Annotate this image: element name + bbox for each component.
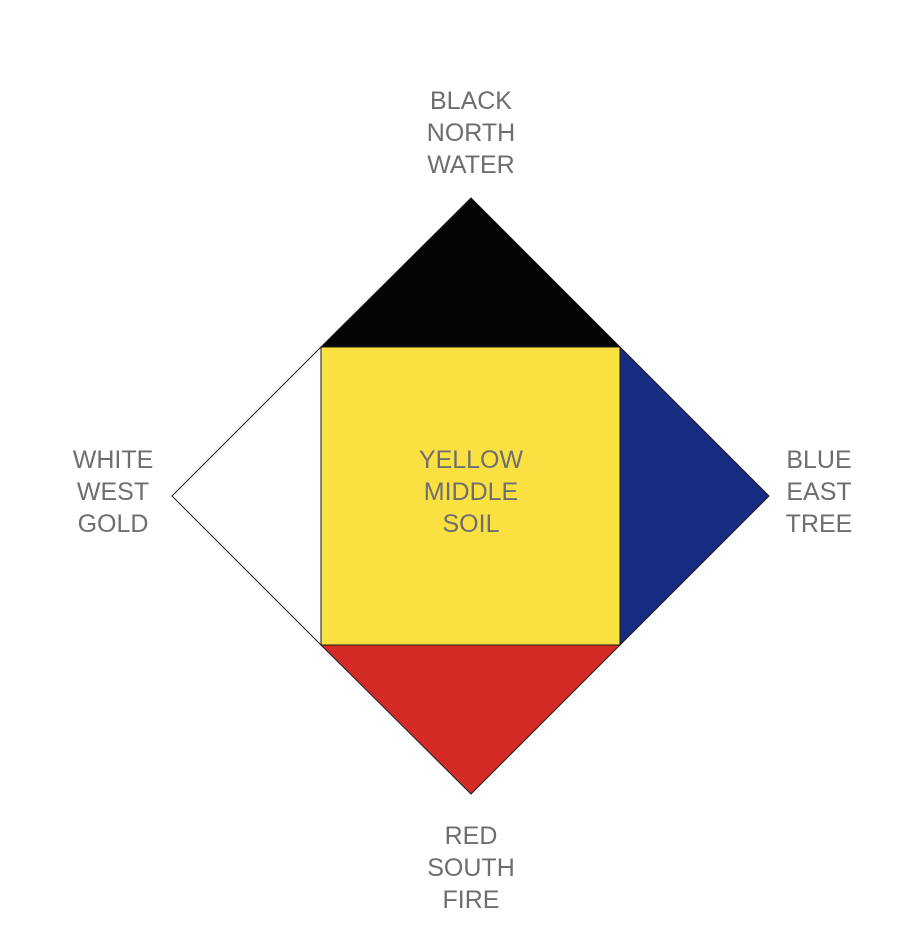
center-label-color: YELLOW: [418, 446, 524, 474]
north-triangle: [319, 197, 622, 348]
north-label-color: BLACK: [430, 87, 512, 115]
north-label-element: WATER: [427, 151, 515, 179]
west-label-color: WHITE: [72, 446, 154, 474]
east-label: BLUE EAST TREE: [739, 444, 899, 540]
center-square: [320, 346, 621, 646]
north-label: BLACK NORTH WATER: [391, 85, 551, 181]
east-label-element: TREE: [785, 510, 853, 538]
center-label-element: SOIL: [442, 510, 500, 538]
center-label: YELLOW MIDDLE SOIL: [391, 444, 551, 540]
north-label-direction: NORTH: [426, 119, 516, 147]
east-label-direction: EAST: [786, 478, 852, 506]
center-label-direction: MIDDLE: [423, 478, 519, 506]
south-label-direction: SOUTH: [427, 854, 515, 882]
west-label-element: GOLD: [77, 510, 149, 538]
west-label-direction: WEST: [76, 478, 150, 506]
south-label-color: RED: [444, 822, 498, 850]
west-triangle: [171, 345, 322, 647]
east-label-color: BLUE: [786, 446, 852, 474]
west-label: WHITE WEST GOLD: [33, 444, 193, 540]
south-label-element: FIRE: [442, 886, 500, 914]
south-triangle: [319, 644, 622, 795]
south-label: RED SOUTH FIRE: [391, 820, 551, 916]
